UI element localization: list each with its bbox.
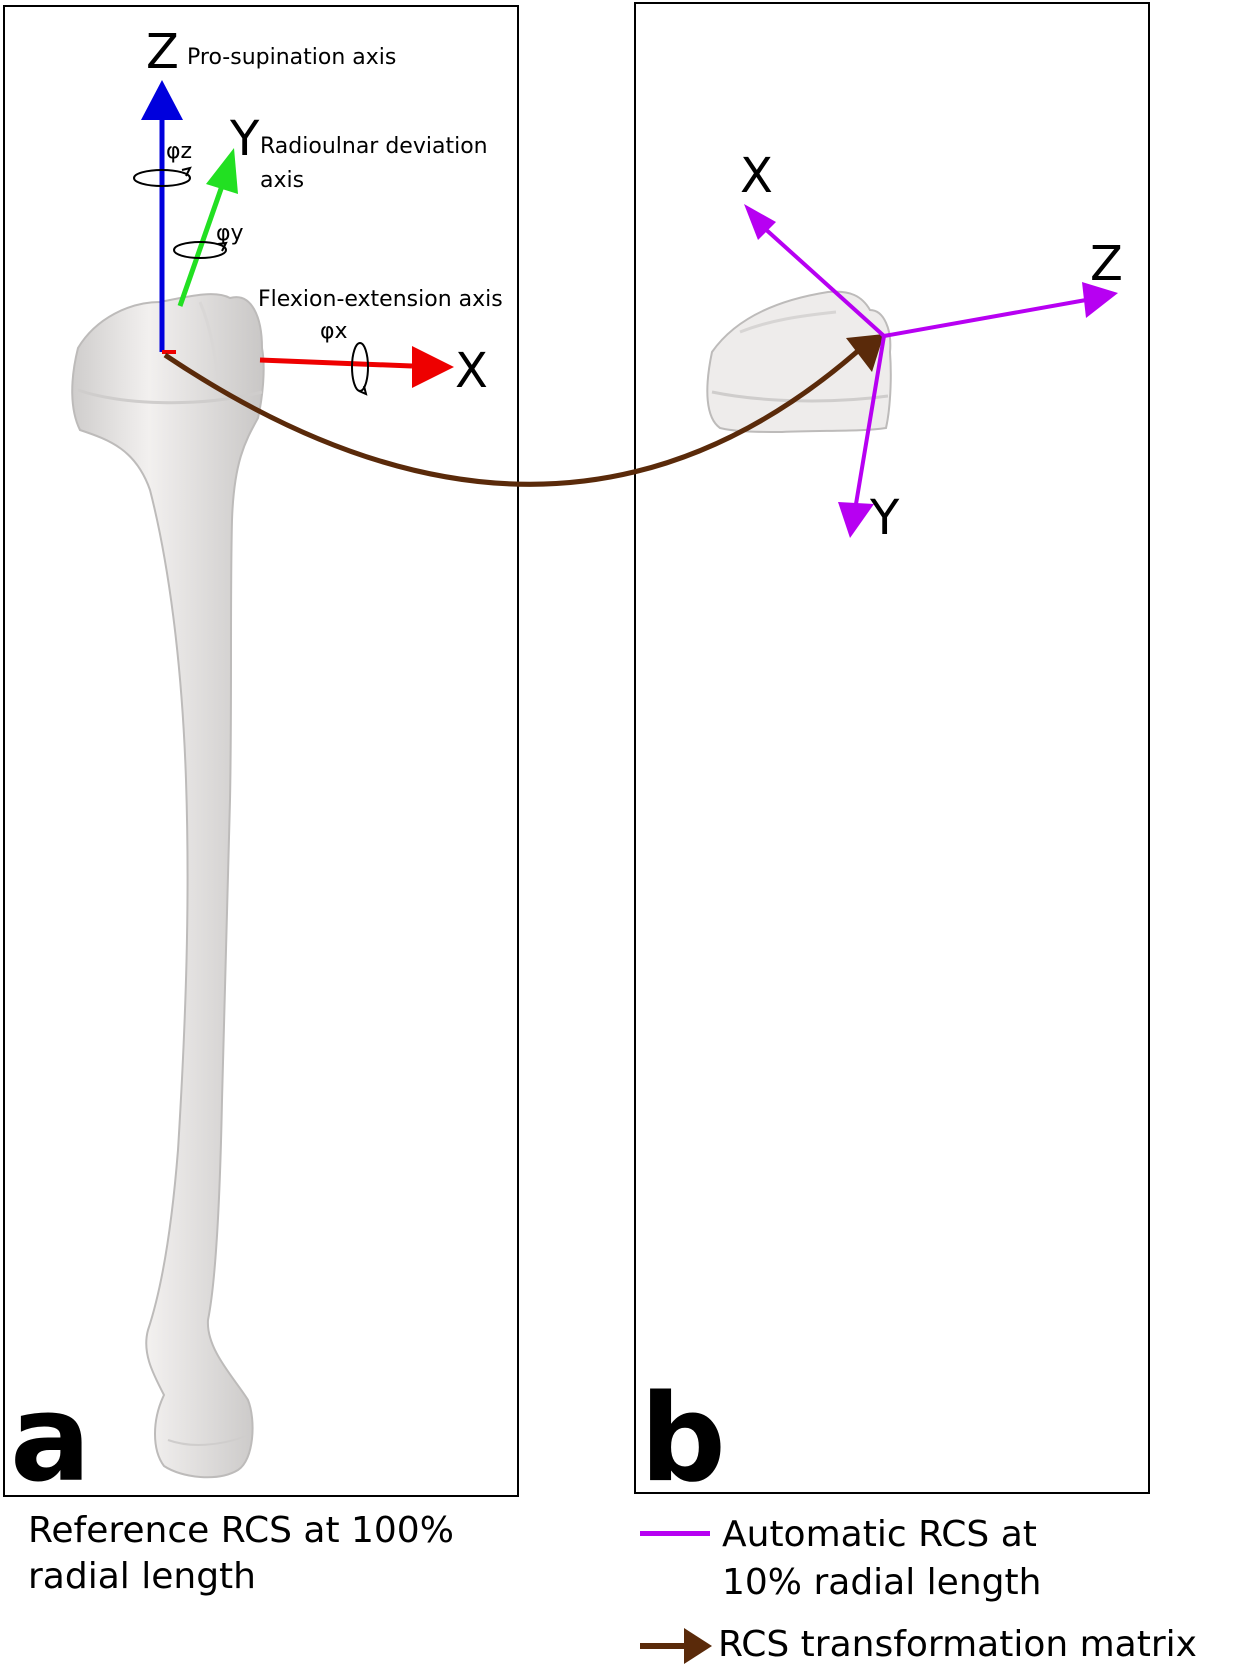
x-axis-line xyxy=(259,357,413,369)
auto-z-axis-arrowhead xyxy=(1082,282,1118,318)
legend-automatic-rcs-line1: Automatic RCS at xyxy=(722,1514,1037,1555)
auto-x-axis-arrowhead xyxy=(744,204,776,240)
panel-b-letter: b xyxy=(640,1370,726,1509)
y-axis-line xyxy=(177,185,225,307)
z-axis-description: Pro-supination axis xyxy=(187,45,396,70)
z-axis-arrowhead xyxy=(141,80,183,120)
panel-a-caption-line1: Reference RCS at 100% xyxy=(28,1510,454,1551)
rotation-x-icon xyxy=(351,342,369,396)
phi-y-label: φy xyxy=(216,221,244,246)
legend-transformation-arrow-icon xyxy=(640,1628,712,1664)
rotation-z-icon xyxy=(133,166,192,187)
phi-x-label: φx xyxy=(320,319,348,344)
radius-bone-segment xyxy=(706,290,892,434)
z-axis-label: Z xyxy=(146,24,179,80)
x-axis-label: X xyxy=(455,343,488,399)
panel-a-frame xyxy=(3,5,519,1497)
auto-x-axis-line xyxy=(760,224,886,338)
y-axis-label: Y xyxy=(229,111,260,167)
radius-bone-full xyxy=(71,293,265,1479)
auto-z-axis-line xyxy=(883,298,1087,338)
auto-z-axis-label: Z xyxy=(1090,236,1123,292)
panel-a-caption-line2: radial length xyxy=(28,1556,256,1597)
panel-a-letter: a xyxy=(10,1370,91,1509)
auto-x-axis-label: X xyxy=(740,148,773,204)
y-axis-description-line1: Radioulnar deviation xyxy=(260,134,488,159)
y-axis-arrowhead xyxy=(206,148,238,194)
auto-y-axis-arrowhead xyxy=(838,502,874,538)
legend-transformation-label: RCS transformation matrix xyxy=(718,1624,1197,1665)
phi-z-label: φz xyxy=(166,139,192,164)
legend-automatic-rcs-line-icon xyxy=(640,1531,710,1536)
auto-y-axis-line xyxy=(854,335,886,505)
transformation-curve xyxy=(163,340,870,487)
x-axis-description: Flexion-extension axis xyxy=(258,287,503,312)
x-axis-arrowhead xyxy=(412,346,454,388)
transformation-arrowhead xyxy=(846,334,884,372)
auto-y-axis-label: Y xyxy=(869,490,900,546)
y-axis-description-line2: axis xyxy=(260,168,304,193)
panel-b-frame xyxy=(634,2,1150,1494)
rotation-y-icon xyxy=(173,241,228,259)
legend-automatic-rcs-line2: 10% radial length xyxy=(722,1562,1042,1603)
